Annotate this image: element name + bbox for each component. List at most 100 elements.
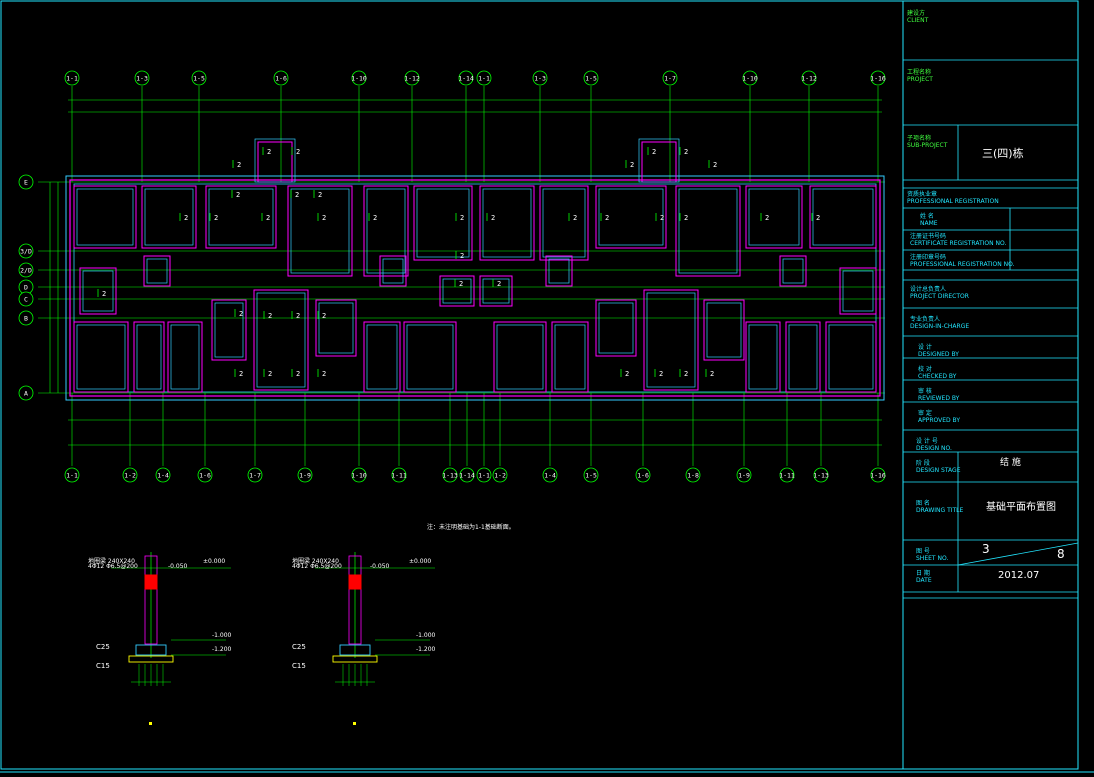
room-wall	[211, 299, 247, 361]
room-wall	[167, 321, 203, 393]
sheet-diagonal	[957, 542, 1079, 566]
room-wall	[141, 185, 197, 249]
sheet-border	[0, 0, 1079, 770]
axis-label-bottom: 1-2	[124, 472, 136, 480]
footing-outline	[65, 175, 885, 401]
footing-tag: 2	[816, 214, 820, 222]
room-wall	[779, 255, 807, 287]
room-wall	[595, 299, 637, 357]
footing-tag: 2	[660, 214, 664, 222]
footing-tag: 2	[459, 280, 463, 288]
axis-label-left-bubble	[18, 174, 34, 190]
axis-label-bottom: 1-16	[870, 472, 886, 480]
room-footing	[678, 188, 738, 274]
section1-footing	[135, 644, 167, 656]
footing-tag: 2	[268, 312, 272, 320]
footing-tag: 2	[296, 312, 300, 320]
section1-c15-label: C15	[96, 662, 110, 670]
wall-outline	[69, 179, 881, 397]
axis-label-top-bubble	[273, 70, 289, 86]
section2-rebar-label: 4Φ12 Φ6.5@200	[292, 563, 342, 570]
axis-label-bottom-bubble	[459, 467, 475, 483]
room-footing	[76, 188, 134, 246]
axis-label-bottom: 1-11	[779, 472, 795, 480]
room-footing	[598, 302, 634, 354]
footing-tag: 2	[765, 214, 769, 222]
foundation-sections	[111, 552, 435, 725]
footing-inner-outline	[73, 183, 877, 393]
axis-label-top: 1-16	[870, 75, 886, 83]
room-footing	[496, 324, 544, 390]
axis-label-left-bubble	[18, 310, 34, 326]
section1-ring-beam	[144, 574, 158, 590]
footing-tag: 2	[184, 214, 188, 222]
axis-label-top: 1-10	[742, 75, 758, 83]
date-value: 2012.07	[998, 570, 1040, 581]
axis-label-bottom-bubble	[155, 467, 171, 483]
axis-label-top-bubble	[351, 70, 367, 86]
axis-label-bottom-bubble	[685, 467, 701, 483]
axis-label-bottom: 1-9	[299, 472, 311, 480]
axis-label-bottom: 1-13	[813, 472, 829, 480]
axis-label-top-bubble	[583, 70, 599, 86]
axis-label-bottom: 1-2	[494, 472, 506, 480]
axis-label-top-bubble	[404, 70, 420, 86]
room-wall	[439, 275, 475, 307]
axis-label-bottom: 1-4	[544, 472, 556, 480]
footing-tag: 2	[684, 370, 688, 378]
room-wall	[73, 321, 129, 393]
axis-label-bottom-bubble	[64, 467, 80, 483]
section2-c15-label: C15	[292, 662, 306, 670]
axis-label-top: 1-14	[458, 75, 474, 83]
room-footing	[214, 302, 244, 358]
footing-tag: 2	[460, 214, 464, 222]
room-wall	[539, 185, 589, 261]
axis-label-left: D	[24, 284, 28, 292]
room-wall	[315, 299, 357, 357]
footing-tag: 2	[497, 280, 501, 288]
axis-label-bottom-bubble	[391, 467, 407, 483]
room-footing	[170, 324, 200, 390]
room-wall	[493, 321, 547, 393]
room-footing	[482, 278, 510, 304]
section1-c25-label: C25	[96, 643, 110, 651]
section1-level-0: ±0.000	[203, 558, 226, 565]
section2-level-2: -1.000	[416, 632, 436, 639]
axis-label-top-bubble	[662, 70, 678, 86]
axis-label-bottom: 1-8	[687, 472, 699, 480]
axis-label-bottom-bubble	[736, 467, 752, 483]
axis-label-bottom-bubble	[635, 467, 651, 483]
axis-label-top-bubble	[476, 70, 492, 86]
room-wall	[143, 255, 171, 287]
axis-label-bottom-bubble	[122, 467, 138, 483]
room-wall	[479, 185, 535, 261]
axis-label-top: 1-10	[351, 75, 367, 83]
room-footing	[554, 324, 586, 390]
section1-level-2: -1.000	[212, 632, 232, 639]
axis-label-top: 1-7	[664, 75, 676, 83]
entry-footing	[638, 138, 680, 183]
room-footing	[542, 188, 586, 258]
footing-tag: 2	[630, 161, 634, 169]
room-footing	[748, 324, 778, 390]
axis-label-left: A	[24, 390, 28, 398]
room-footing	[598, 188, 664, 246]
section2-marker	[353, 722, 356, 725]
room-wall	[379, 255, 407, 287]
footing-tag: 2	[684, 148, 688, 156]
footing-tag: 2	[605, 214, 609, 222]
footing-tag: 2	[236, 191, 240, 199]
axis-label-bottom: 1-6	[199, 472, 211, 480]
footing-tag: 2	[267, 148, 271, 156]
section1-beam-label: 地圈梁 240X240	[88, 558, 135, 565]
room-wall	[839, 267, 877, 315]
